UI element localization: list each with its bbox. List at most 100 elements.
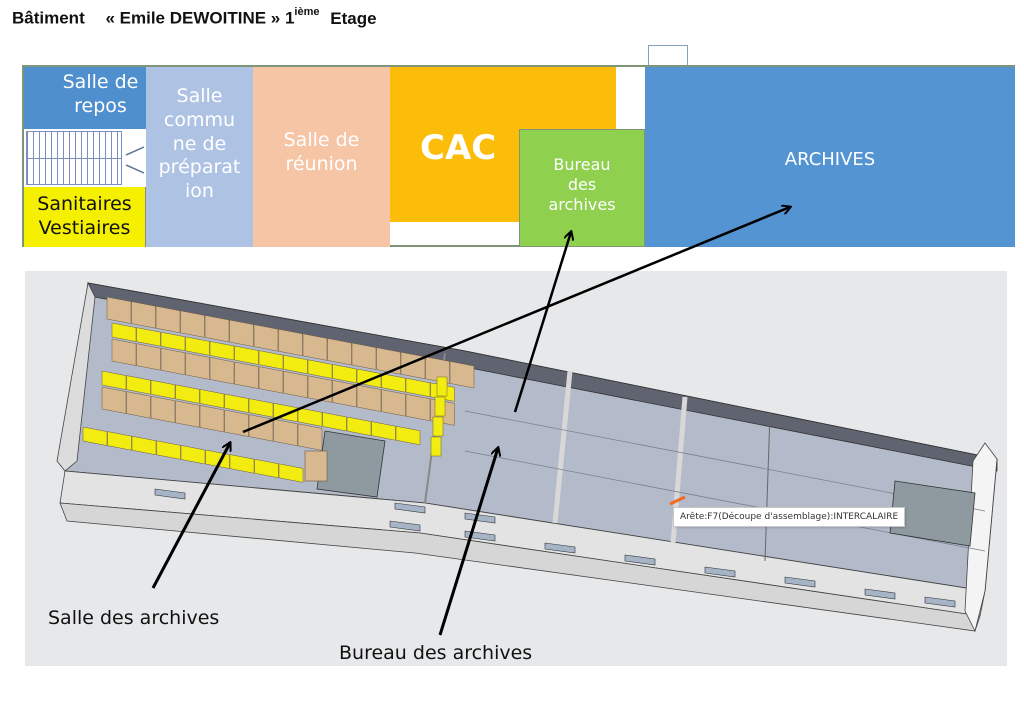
title-main: Bâtiment	[12, 8, 85, 28]
archive-box	[175, 400, 200, 428]
room-label-line: Bureau	[553, 155, 611, 174]
box-stack	[304, 450, 328, 482]
archive-box	[258, 366, 284, 394]
window	[864, 588, 896, 600]
shelf-unit	[254, 458, 279, 479]
shelf-unit	[101, 370, 127, 390]
shelf-unit	[126, 375, 151, 395]
archive-box	[185, 352, 210, 380]
room-label-line: commu	[163, 108, 236, 131]
archive-box	[297, 423, 323, 451]
archive-box	[307, 375, 333, 403]
archive-box	[302, 333, 328, 361]
archive-box	[224, 409, 249, 437]
room-label-line: CAC	[420, 128, 497, 168]
archive-box	[449, 361, 475, 389]
room-label-line: Sanitaires	[37, 193, 132, 216]
archive-box	[131, 301, 156, 329]
window	[389, 520, 421, 532]
shelf-unit	[185, 336, 210, 356]
shelf-unit	[107, 431, 132, 451]
right-end-wall	[964, 442, 998, 633]
staircase-left	[26, 131, 122, 185]
shelf-unit	[209, 341, 235, 361]
shelf-unit	[160, 331, 186, 352]
room-label-line: Salle	[176, 85, 223, 107]
shelf-unit	[136, 327, 161, 347]
shelf-unit	[432, 416, 444, 437]
shelf-unit	[434, 396, 446, 417]
left-end-wall	[56, 281, 96, 472]
archive-box	[376, 347, 401, 375]
shelf-unit	[278, 463, 304, 483]
archive-box	[199, 405, 225, 433]
archive-box	[234, 361, 259, 389]
archive-box	[381, 389, 406, 417]
shelf-unit	[82, 426, 108, 446]
shelf-unit	[175, 384, 200, 404]
room-label-line: ne de	[172, 132, 227, 155]
room-label-line: des	[567, 175, 597, 194]
archive-box	[126, 391, 151, 419]
edge-tooltip: Arête:F7(Découpe d'assemblage):INTERCALA…	[673, 507, 906, 527]
archive-box	[405, 393, 431, 422]
archive-box	[136, 343, 161, 371]
archive-box	[273, 418, 298, 447]
room-archives: ARCHIVES	[645, 67, 1015, 247]
archive-box	[150, 395, 176, 424]
archive-box	[400, 351, 426, 380]
archive-box	[356, 384, 382, 412]
room-label-line: Salle de	[283, 129, 360, 151]
door-swing-left	[125, 146, 145, 174]
room-label-line: ion	[185, 180, 214, 202]
window	[704, 566, 736, 578]
archive-box	[327, 338, 352, 366]
page-title: Bâtiment « Emile DEWOITINE » 1ième Etage	[12, 6, 377, 29]
title-superscript: ième	[294, 6, 320, 18]
highlighted-edge	[669, 495, 686, 506]
archive-box	[204, 315, 230, 343]
partition-line	[764, 412, 771, 562]
window	[784, 576, 816, 588]
archive-box	[248, 414, 274, 442]
archive-box	[106, 296, 132, 324]
room-salle-commune-de-preparation: Salle commu ne de préparat ion	[146, 67, 253, 247]
window	[924, 596, 956, 608]
archive-box	[283, 370, 308, 399]
label-salle-des-archives: Salle des archives	[48, 607, 220, 629]
shelf-unit	[150, 379, 176, 400]
window	[394, 502, 426, 514]
archive-box	[209, 357, 235, 385]
archive-box	[253, 324, 279, 352]
archive-box	[229, 319, 254, 347]
archive-box	[101, 386, 127, 414]
shelf-unit	[111, 322, 137, 342]
archive-box	[111, 338, 137, 366]
window	[624, 554, 656, 566]
room-label-line: repos	[74, 94, 127, 117]
archive-box	[160, 347, 186, 376]
room-label-line: réunion	[285, 152, 358, 175]
shelf-unit	[436, 376, 448, 397]
window	[544, 542, 576, 554]
title-floor: Etage	[330, 8, 377, 28]
room-label-line: Salle de	[62, 71, 139, 93]
title-building: « Emile DEWOITINE » 1	[105, 8, 295, 28]
room-label-line: préparat	[158, 156, 241, 179]
archive-box	[155, 305, 181, 334]
label-bureau-des-archives: Bureau des archives	[339, 642, 533, 664]
room-label-line: Vestiaires	[38, 217, 131, 239]
roof-access-box	[648, 45, 688, 65]
archive-box	[332, 380, 357, 408]
room-label-line: ARCHIVES	[784, 149, 876, 170]
shelf-unit	[430, 436, 442, 457]
archive-box	[351, 342, 377, 370]
archive-box	[180, 310, 205, 338]
shelf-unit	[199, 389, 225, 409]
room-label-line: archives	[548, 195, 616, 214]
archive-box	[278, 328, 303, 357]
